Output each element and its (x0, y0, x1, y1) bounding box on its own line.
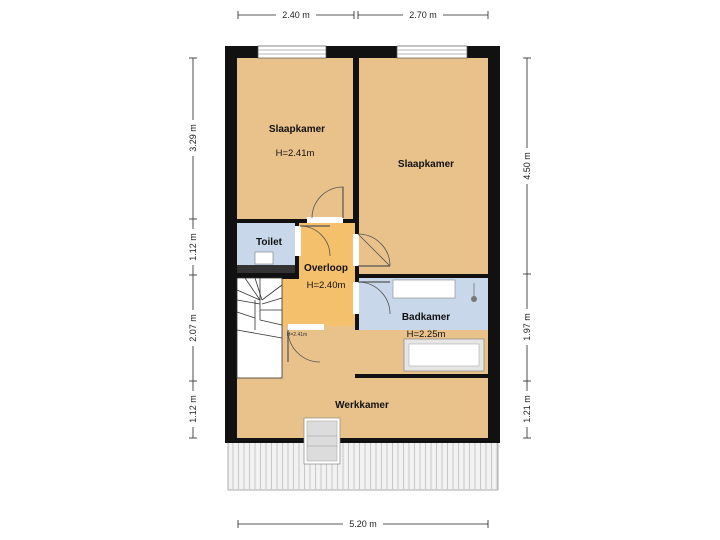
svg-text:2.40 m: 2.40 m (282, 10, 310, 20)
shower (471, 283, 477, 302)
label-overloop: Overloop (304, 263, 348, 274)
washbasin (392, 279, 456, 299)
svg-text:1.12 m: 1.12 m (188, 233, 198, 261)
toilet-fixture (254, 251, 274, 265)
svg-text:2.70 m: 2.70 m (409, 10, 437, 20)
svg-text:1.12 m: 1.12 m (188, 395, 198, 423)
dim-top-right: 2.70 m (357, 9, 489, 21)
staircase (236, 277, 283, 379)
roof-window (303, 417, 341, 465)
label-slaapkamer-left: Slaapkamer (269, 124, 325, 135)
door-werkkamer (287, 324, 324, 363)
window-left (257, 45, 327, 59)
svg-text:1.97 m: 1.97 m (522, 313, 532, 341)
dim-left: 3.29 m 1.12 m 2.07 m 1.12 m (187, 57, 199, 439)
door-badkamer (353, 281, 391, 315)
overloop-floor (299, 223, 355, 326)
svg-text:1.21 m: 1.21 m (522, 395, 532, 423)
door-slaapkamer-left (307, 186, 344, 223)
label-werkkamer: Werkkamer (335, 400, 389, 411)
slaapkamer-left-floor (237, 58, 353, 219)
svg-text:2.07 m: 2.07 m (188, 314, 198, 342)
svg-text:3.29 m: 3.29 m (188, 124, 198, 152)
badkamer-werkkamer-wall (355, 374, 492, 378)
svg-text:5.20 m: 5.20 m (349, 519, 377, 529)
slaapkamer-right-floor (359, 58, 488, 274)
label-badkamer: Badkamer (402, 312, 450, 323)
height-slaapkamer-left: H=2.41m (276, 148, 315, 159)
door-slaapkamer-right (353, 233, 391, 267)
window-right (396, 45, 468, 59)
toilet-dark-strip (237, 265, 295, 273)
dim-right: 4.50 m 1.97 m 1.21 m (521, 57, 533, 439)
label-slaapkamer-right: Slaapkamer (398, 159, 454, 170)
overloop-floor-left (282, 279, 302, 326)
svg-text:4.50 m: 4.50 m (522, 152, 532, 180)
height-badkamer: H=2.25m (407, 329, 446, 340)
height-stair-landing: H=2.41m (287, 332, 307, 338)
label-toilet: Toilet (256, 237, 283, 248)
height-overloop: H=2.40m (307, 280, 346, 291)
door-toilet (295, 225, 331, 257)
dim-top-left: 2.40 m (237, 9, 355, 21)
dim-bottom: 5.20 m (237, 518, 489, 530)
roof-band (227, 439, 499, 491)
bathtub (403, 338, 485, 372)
